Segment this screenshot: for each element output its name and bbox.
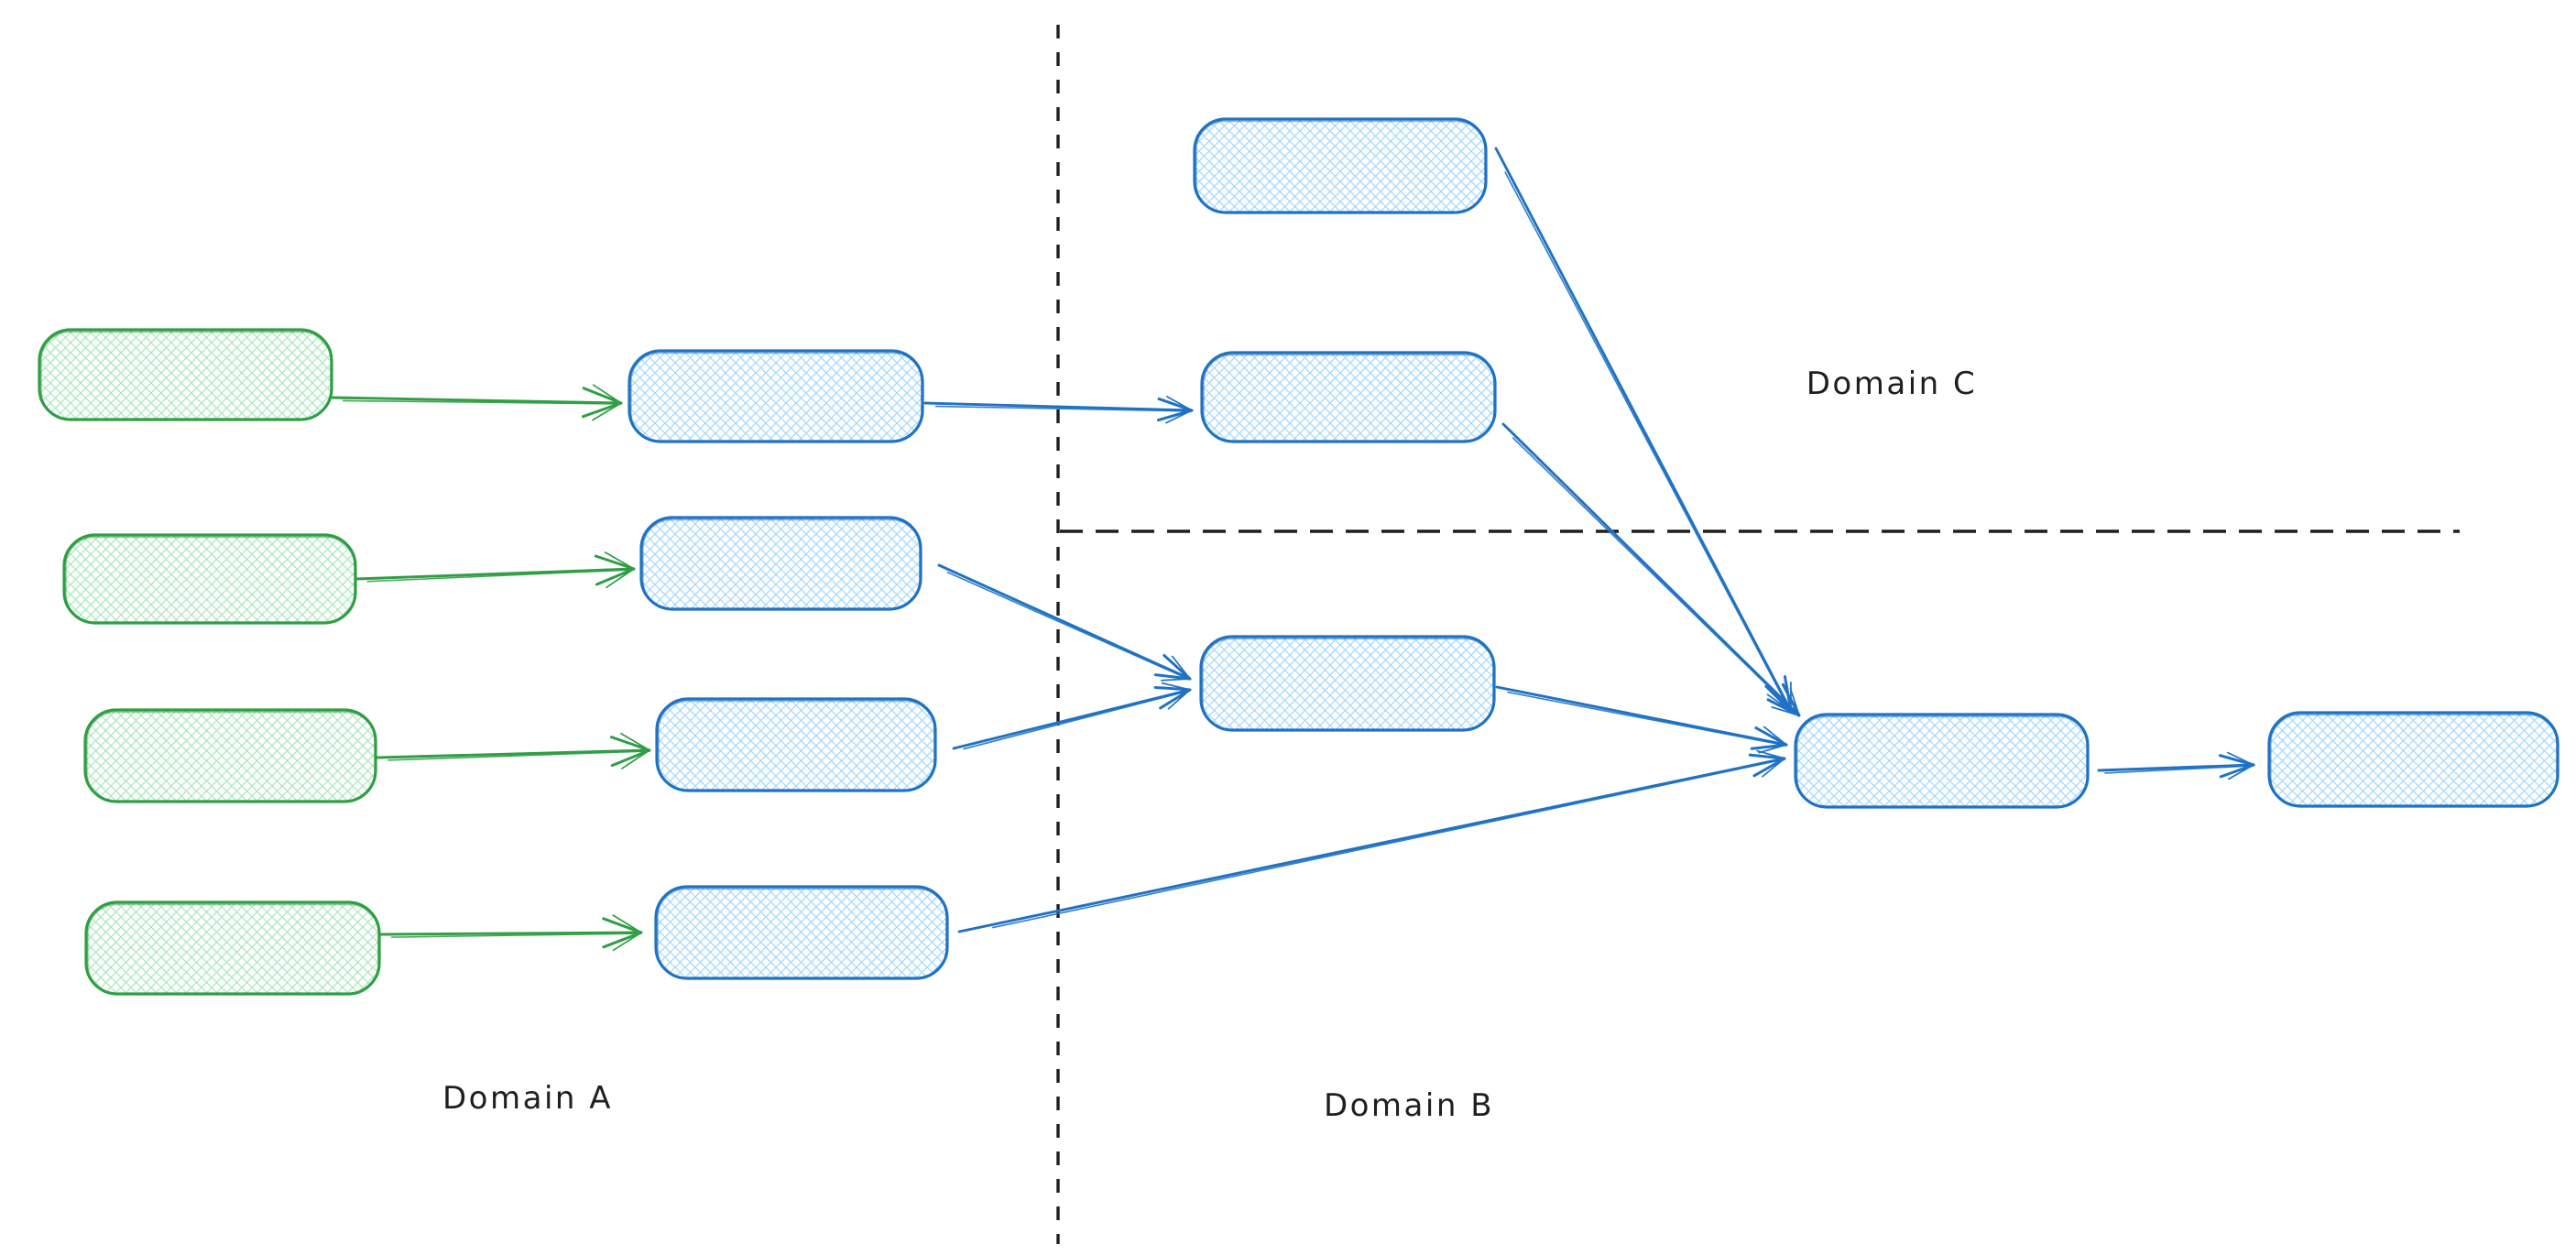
node-mid-1 [628,349,924,443]
domain-b-label: Domain B [1324,1087,1494,1124]
arrow-mid4-merge [957,749,1786,933]
node-stage3-mid [1200,351,1497,443]
arrow-stage3mid-merge [1501,422,1801,717]
arrow-src3-mid3 [376,732,651,769]
arrow-mid2-stage3low [937,563,1192,682]
node-mid-4 [654,885,949,980]
node-final [2267,711,2560,808]
nodes-layer [38,117,2560,996]
domain-c-label: Domain C [1806,366,1977,402]
arrow-src2-mid2 [355,551,636,589]
domain-labels: Domain A Domain B Domain C [442,366,1977,1124]
node-src-4 [84,900,381,996]
arrow-mid3-stage3low [952,682,1192,750]
node-mid-2 [639,516,922,611]
arrow-src1-mid1 [330,384,623,421]
domain-dividers [1056,25,2460,1244]
node-src-3 [83,708,377,803]
node-stage3-top [1193,117,1488,214]
arrow-merge-final [2097,751,2255,780]
node-mid-3 [655,697,937,792]
node-src-1 [38,328,333,421]
domain-a-label: Domain A [442,1080,613,1117]
node-merge [1794,713,2090,809]
arrow-stage3low-merge [1495,685,1788,754]
node-stage3-low [1199,635,1496,732]
arrow-src4-mid4 [379,914,643,952]
node-src-2 [62,533,357,625]
arrows-layer [330,147,2255,952]
arrow-stage3top-merge [1494,147,1793,713]
arrow-mid1-stage3mid [923,395,1194,424]
